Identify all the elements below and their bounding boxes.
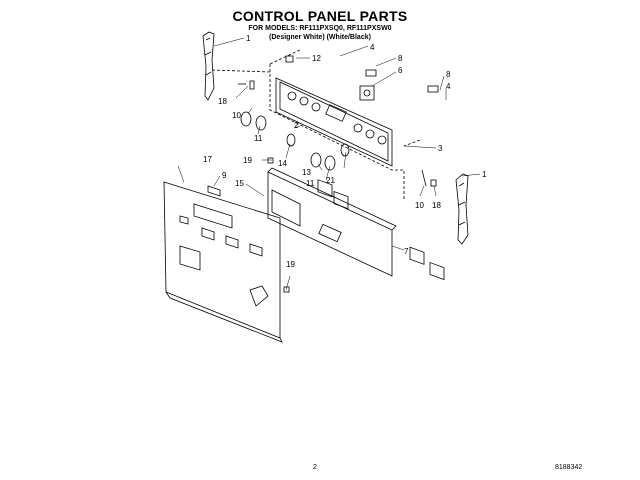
callout-label: 12	[312, 54, 321, 63]
callout-label: 13	[302, 168, 311, 177]
callout-label: 14	[278, 159, 287, 168]
models-line: FOR MODELS: RF111PXSQ0, RF111PXSW0	[248, 25, 392, 32]
callout-labels: 1 4 12 8 6 8 4 18 10 2 11 3 19 14 13 11 …	[203, 34, 487, 269]
callout-label: 4	[446, 82, 451, 91]
callout-label: 11	[306, 179, 315, 188]
dashed-outline	[211, 49, 421, 200]
callout-label: 21	[326, 176, 335, 185]
callout-label: 18	[218, 97, 227, 106]
callout-label: 15	[235, 179, 244, 188]
callout-label: 11	[254, 134, 263, 143]
document-number: 8188342	[555, 464, 583, 471]
callout-label: 1	[246, 34, 251, 43]
page-number: 2	[313, 464, 317, 471]
callout-label: 4	[370, 43, 375, 52]
callout-label: 8	[446, 70, 451, 79]
colors-line: (Designer White) (White/Black)	[269, 34, 371, 41]
callout-label: 19	[286, 260, 295, 269]
callout-label: 17	[203, 155, 212, 164]
front-panel	[267, 167, 397, 277]
callout-label: 3	[438, 144, 443, 153]
page-title: CONTROL PANEL PARTS	[232, 8, 408, 24]
knobs	[240, 111, 350, 171]
callout-label: 1	[482, 170, 487, 179]
left-end-cap	[202, 31, 215, 101]
callout-label: 2	[294, 121, 299, 130]
callout-label: 9	[222, 171, 227, 180]
screws	[238, 80, 437, 293]
callout-label: 10	[232, 111, 241, 120]
rear-panel	[163, 181, 283, 343]
callout-label: 19	[243, 156, 252, 165]
callout-label: 6	[398, 66, 403, 75]
right-end-cap	[455, 173, 469, 245]
callout-label: 18	[432, 201, 441, 210]
callout-label: 8	[398, 54, 403, 63]
control-panel	[275, 77, 393, 167]
callout-label: 10	[415, 201, 424, 210]
callout-label: 7	[404, 247, 409, 256]
leader-lines	[177, 37, 481, 291]
